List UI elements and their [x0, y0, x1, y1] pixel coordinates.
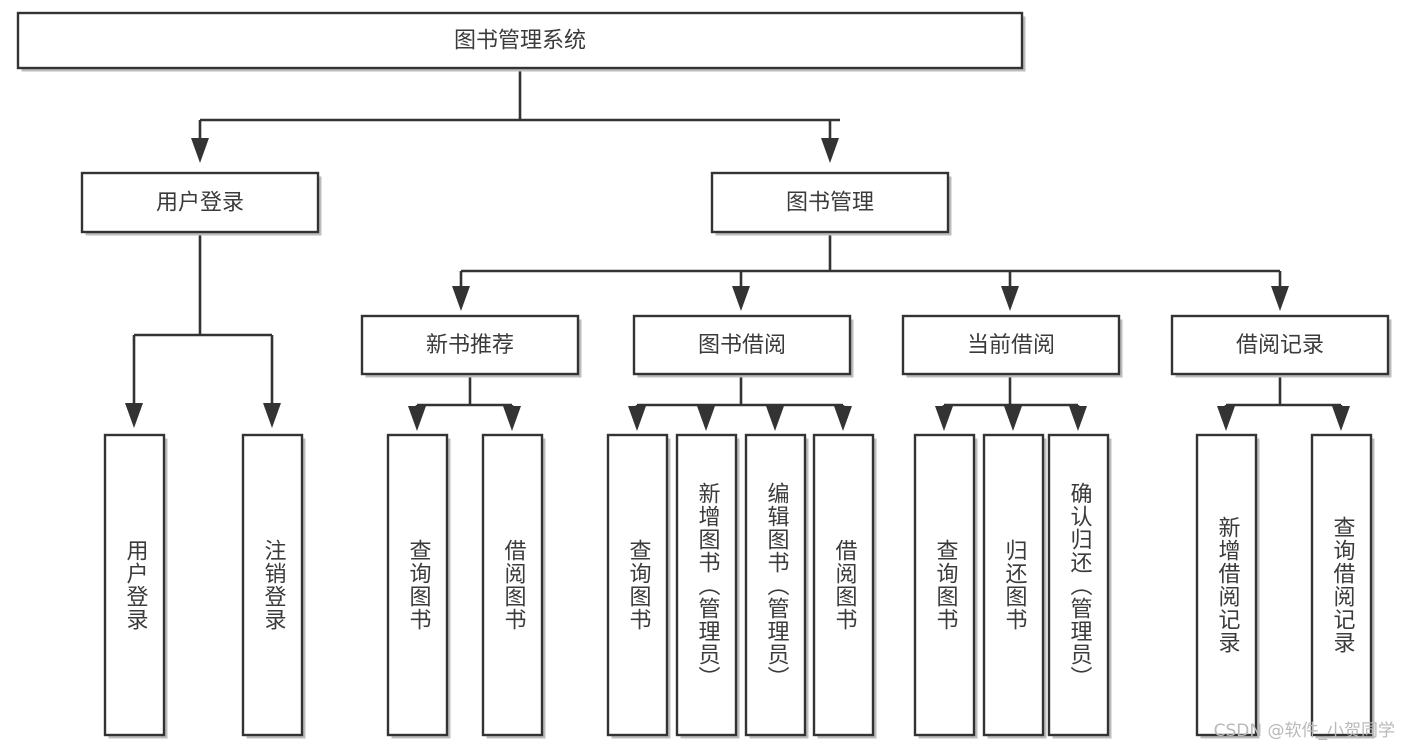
arrowhead-book-borrow	[732, 286, 750, 311]
node-box-book-manage[interactable]	[710, 171, 950, 234]
node-box-borrow-record[interactable]	[1170, 314, 1390, 376]
arrowhead-leaf-borrow-book-1	[503, 406, 521, 431]
node-box-new-book-rec[interactable]	[360, 314, 580, 376]
node-label-borrow-record: 借阅记录	[1236, 333, 1324, 358]
connector-group-book-borrow	[628, 374, 852, 431]
node-box-leaf-borrow-book-1[interactable]	[481, 433, 544, 737]
connector-group-new-book-rec	[408, 374, 521, 431]
arrowhead-leaf-query-book-3	[935, 406, 953, 431]
arrowhead-leaf-user-login	[125, 403, 143, 428]
arrowhead-leaf-add-book	[697, 406, 715, 431]
arrowhead-leaf-confirm-return	[1069, 406, 1087, 431]
node-box-root[interactable]	[16, 11, 1024, 70]
connector-group-borrow-record	[1217, 374, 1350, 431]
node-label-current-borrow: 当前借阅	[967, 333, 1055, 358]
connector-group-root	[191, 68, 840, 163]
node-box-leaf-query-record[interactable]	[1310, 433, 1373, 737]
node-label-book-borrow: 图书借阅	[698, 333, 786, 358]
node-box-leaf-return-book[interactable]	[982, 433, 1045, 737]
connector-group-book-manage	[452, 232, 1289, 311]
connector-group-user-login	[125, 232, 281, 428]
arrowhead-user-login	[191, 138, 209, 163]
node-box-leaf-query-book-3[interactable]	[913, 433, 976, 737]
node-box-leaf-confirm-return[interactable]	[1047, 433, 1110, 737]
node-box-leaf-query-book-2[interactable]	[606, 433, 669, 737]
arrowhead-leaf-query-record	[1332, 406, 1350, 431]
node-label-new-book-rec: 新书推荐	[426, 333, 514, 358]
arrowhead-leaf-query-book-2	[628, 406, 646, 431]
node-box-leaf-logout[interactable]	[241, 433, 304, 737]
node-box-leaf-add-book[interactable]	[675, 433, 738, 737]
arrowhead-leaf-borrow-book-2	[834, 406, 852, 431]
node-label-root: 图书管理系统	[454, 29, 586, 54]
arrowhead-borrow-record	[1271, 286, 1289, 311]
connector-group-current-borrow	[935, 374, 1087, 431]
node-box-leaf-user-login[interactable]	[103, 433, 166, 737]
node-box-leaf-borrow-book-2[interactable]	[812, 433, 875, 737]
node-box-leaf-add-record[interactable]	[1195, 433, 1258, 737]
arrowhead-leaf-return-book	[1004, 406, 1022, 431]
arrowhead-leaf-logout	[263, 403, 281, 428]
node-box-leaf-edit-book[interactable]	[744, 433, 807, 737]
node-box-current-borrow[interactable]	[901, 314, 1121, 376]
arrowhead-leaf-query-book-1	[408, 406, 426, 431]
arrowhead-leaf-add-record	[1217, 406, 1235, 431]
node-label-user-login: 用户登录	[156, 191, 244, 216]
node-box-book-borrow[interactable]	[632, 314, 852, 376]
node-label-book-manage: 图书管理	[786, 191, 874, 216]
node-box-user-login[interactable]	[80, 171, 320, 234]
watermark-text: CSDN @软件_小贺同学	[1213, 721, 1395, 741]
node-boxes-layer	[16, 11, 1392, 739]
arrowhead-book-manage	[821, 138, 839, 163]
arrowhead-current-borrow	[1001, 286, 1019, 311]
arrowhead-new-book-rec	[452, 286, 470, 311]
node-box-leaf-query-book-1[interactable]	[386, 433, 449, 737]
arrowhead-leaf-edit-book	[766, 406, 784, 431]
